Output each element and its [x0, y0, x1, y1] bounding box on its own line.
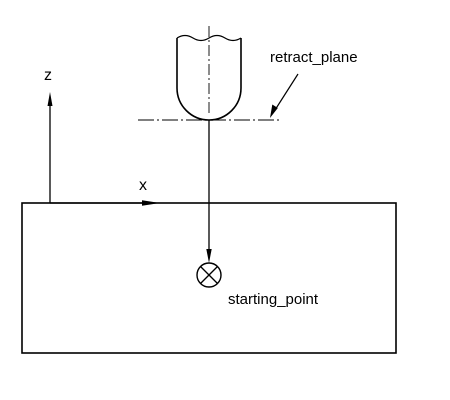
retract-plane-label: retract_plane — [270, 49, 358, 66]
starting-point-label: starting_point — [228, 291, 319, 308]
ball-end-tool — [176, 26, 242, 121]
x-axis-arrowhead — [142, 200, 160, 206]
x-axis-label: x — [139, 177, 147, 194]
plunge-path — [206, 120, 212, 263]
retract-plane-leader-arrowhead — [270, 104, 278, 118]
retract-plane-leader — [270, 73, 299, 118]
tool-break-line — [176, 34, 242, 42]
z-axis — [47, 92, 53, 203]
starting-point-marker — [196, 262, 222, 288]
x-axis — [50, 200, 160, 206]
z-axis-arrowhead — [47, 92, 53, 106]
z-axis-label: z — [44, 67, 52, 84]
plunge-path-arrowhead — [206, 249, 212, 263]
